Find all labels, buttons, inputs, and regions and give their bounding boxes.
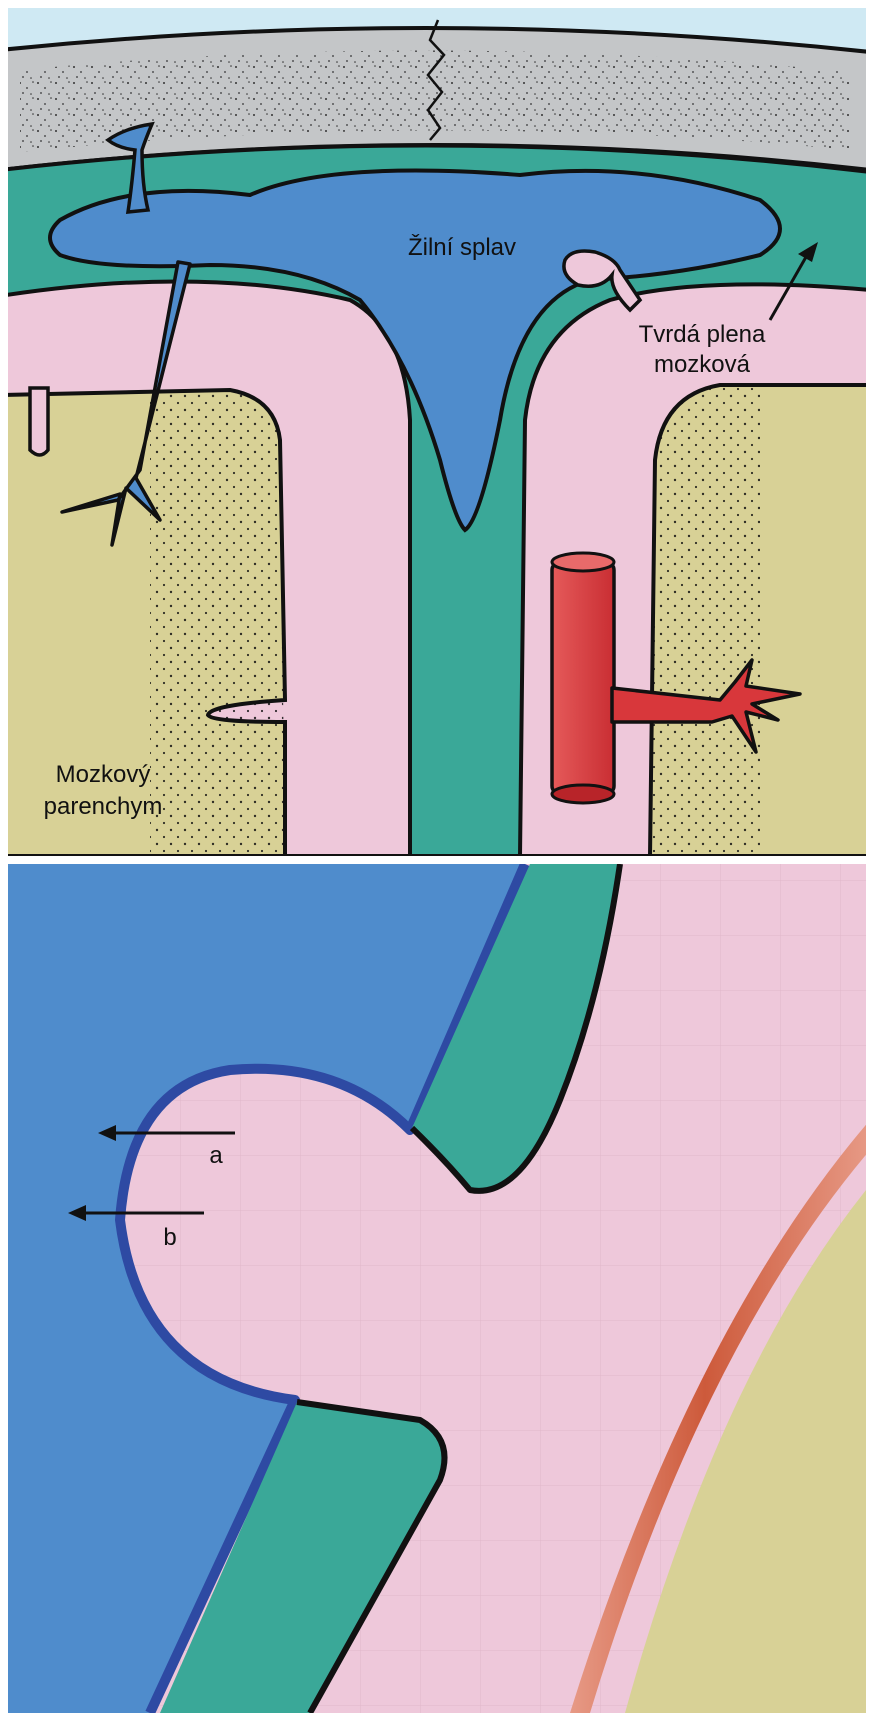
label-parenchyma-line1: Mozkový (56, 761, 151, 788)
label-b: b (163, 1224, 176, 1251)
label-a: a (209, 1142, 223, 1169)
label-parenchyma-line2: parenchym (44, 793, 163, 820)
brain-parenchyma-left-dots (150, 390, 285, 856)
label-sinus: Žilní splav (408, 234, 516, 261)
pia-notch (30, 388, 48, 455)
panel-divider (0, 856, 870, 864)
top-panel: Žilní splav Tvrdá plena mozková Mozkový … (0, 8, 870, 856)
brain-parenchyma-right-dots (650, 385, 760, 856)
bottom-panel: a b (8, 864, 870, 1713)
label-dura-line1: Tvrdá plena (639, 321, 766, 348)
label-dura-line2: mozková (654, 351, 751, 378)
